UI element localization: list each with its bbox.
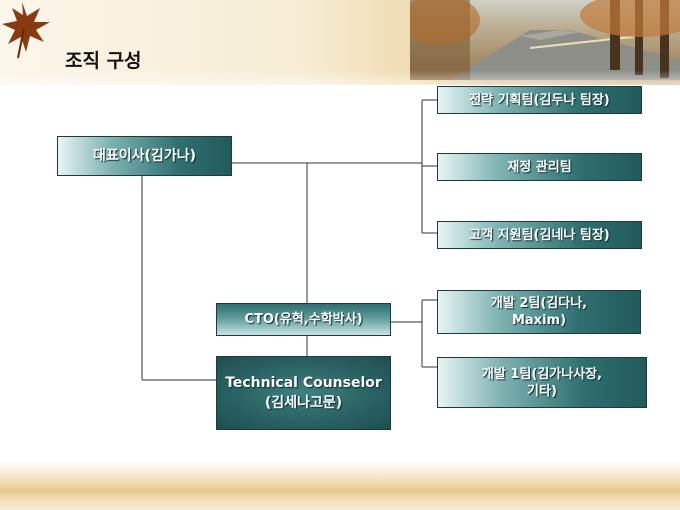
ceo-box: 대표이사(김가나)	[57, 136, 232, 176]
technical-counselor-box: Technical Counselor (김세나고문)	[216, 356, 391, 430]
technical-counselor-label: Technical Counselor (김세나고문)	[225, 375, 382, 411]
team-box-customer-support: 고객 지원팀(김네나 팀장)	[437, 221, 642, 249]
cto-box: CTO(유혁,수학박사)	[216, 303, 391, 336]
team-label-dev2: 개발 2팀(김다나, Maxim)	[490, 296, 588, 328]
road-scene-image	[410, 0, 680, 80]
cto-label: CTO(유혁,수학박사)	[244, 312, 363, 327]
team-label-finance: 재정 관리팀	[507, 159, 572, 175]
team-box-dev2: 개발 2팀(김다나, Maxim)	[437, 290, 641, 334]
team-label-customer-support: 고객 지원팀(김네나 팀장)	[469, 227, 610, 243]
team-box-finance: 재정 관리팀	[437, 153, 642, 181]
footer-band	[0, 462, 680, 510]
team-label-strategy: 전략 기획팀(김두나 팀장)	[469, 92, 610, 108]
team-box-dev1: 개발 1팀(김가나사장, 기타)	[437, 357, 647, 408]
ceo-label: 대표이사(김가나)	[93, 147, 196, 164]
maple-leaf-icon	[2, 2, 50, 59]
team-label-dev1: 개발 1팀(김가나사장, 기타)	[481, 366, 603, 399]
page-title: 조직 구성	[65, 50, 142, 72]
team-box-strategy: 전략 기획팀(김두나 팀장)	[437, 86, 642, 114]
